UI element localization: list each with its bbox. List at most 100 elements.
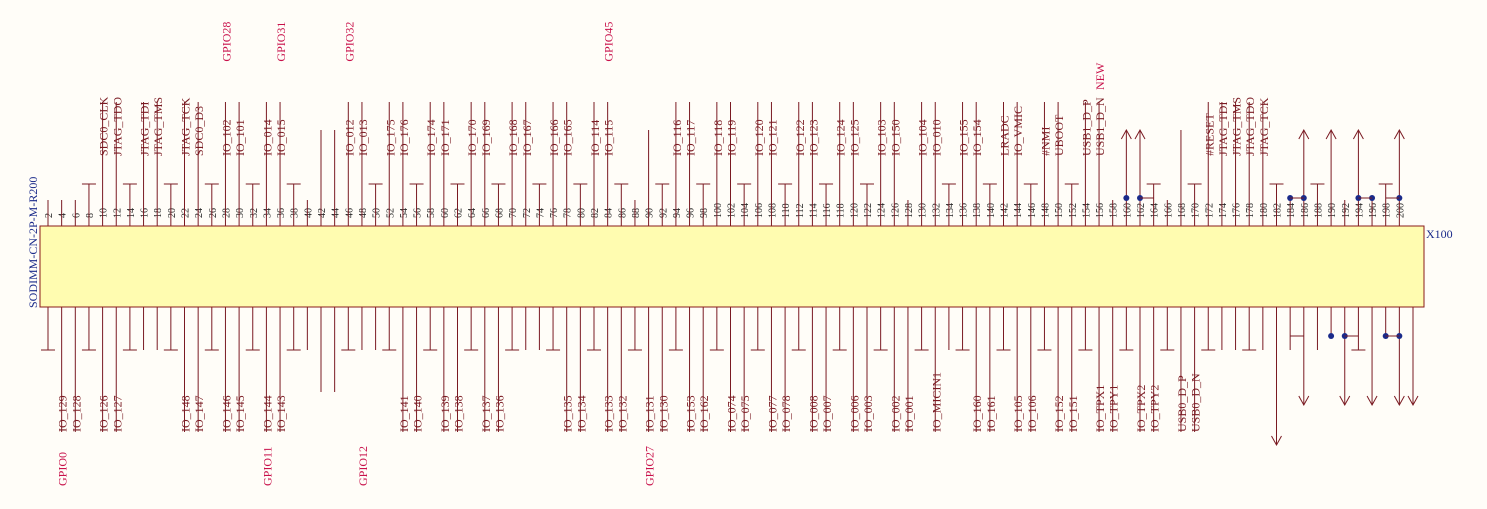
net-label: IO_139 (438, 395, 452, 432)
net-label: IO_075 (738, 395, 752, 432)
pin-number: 120 (849, 203, 860, 218)
net-label: SDC0_CLK (97, 96, 111, 156)
pin-number: 144 (1013, 203, 1024, 218)
net-label: IO_MICIN1 (929, 372, 943, 432)
junction-dot (1123, 195, 1130, 201)
pin-number: 116 (822, 203, 833, 218)
pin-number: 100 (713, 203, 724, 218)
pin-number: 18 (153, 208, 164, 218)
net-label: JTAG_TDI (1216, 102, 1230, 156)
net-label: UBOOT (1052, 114, 1066, 156)
pin-number: 166 (1163, 203, 1174, 218)
net-label: IO_102 (219, 119, 233, 156)
power-arrow-symbol (1339, 395, 1351, 407)
pin-number: 198 (1382, 203, 1393, 218)
net-label: IO_124 (834, 119, 848, 156)
net-label: IO_174 (424, 119, 438, 156)
net-label: IO_147 (192, 395, 206, 432)
net-label: JTAG_TCK (179, 97, 193, 156)
pin-number: 134 (945, 203, 956, 218)
pin-number: 80 (576, 208, 587, 218)
connector-body[interactable] (39, 225, 1425, 308)
net-label: IO_126 (97, 395, 111, 432)
pin-number: 146 (1027, 203, 1038, 218)
net-label: IO_121 (765, 119, 779, 156)
pin-number: 174 (1218, 203, 1229, 218)
pin-number: 170 (1191, 203, 1202, 218)
pin-number: 132 (931, 203, 942, 218)
pin-number: 74 (535, 208, 546, 218)
net-label: IO_165 (561, 119, 575, 156)
net-label: IO_119 (725, 120, 739, 156)
pin-number: 138 (972, 203, 983, 218)
pin-number: 28 (221, 208, 232, 218)
pin-number: 56 (413, 208, 424, 218)
pin-number: 38 (290, 208, 301, 218)
net-label: IO_143 (274, 395, 288, 432)
alias-label: GPIO11 (260, 446, 274, 486)
alias-label: GPIO31 (274, 22, 288, 62)
net-label: IO_130 (656, 395, 670, 432)
net-label: LRADC (998, 115, 1012, 156)
net-label: IO_175 (383, 119, 397, 156)
net-label: IO_167 (520, 119, 534, 156)
pin-number: 30 (235, 208, 246, 218)
net-label: IO_TPX2 (1134, 385, 1148, 432)
net-label: SDC0_D3 (192, 106, 206, 156)
net-label: IO_148 (179, 395, 193, 432)
power-arrow-symbol (1407, 395, 1419, 407)
power-arrow-symbol (1298, 128, 1310, 140)
net-label: IO_007 (820, 395, 834, 432)
net-label: IO_008 (806, 395, 820, 432)
net-label: IO_010 (929, 119, 943, 156)
pin-number: 70 (508, 208, 519, 218)
net-label: IO_015 (274, 119, 288, 156)
pin-number: 122 (863, 203, 874, 218)
pin-number: 84 (604, 208, 615, 218)
pin-number: 176 (1232, 203, 1243, 218)
pin-number: 102 (727, 203, 738, 218)
pin-number: 106 (754, 203, 765, 218)
net-label: IO_160 (970, 395, 984, 432)
net-label: IO_168 (506, 119, 520, 156)
net-label: IO_014 (260, 119, 274, 156)
pin-number: 156 (1095, 203, 1106, 218)
net-label: JTAG_TDO (1243, 97, 1257, 156)
pin-number: 34 (262, 208, 273, 218)
pin-number: 162 (1136, 203, 1147, 218)
pin-number: 42 (317, 208, 328, 218)
pin-number: 184 (1286, 203, 1297, 218)
pin-number: 6 (71, 213, 82, 218)
pin-number: 4 (58, 213, 69, 218)
net-label: IO_002 (888, 395, 902, 432)
net-label: IO_162 (697, 395, 711, 432)
net-label: IO_078 (779, 395, 793, 432)
alias-label: GPIO12 (356, 446, 370, 486)
net-label: IO_154 (970, 119, 984, 156)
pin-number: 58 (426, 208, 437, 218)
net-label: IO_074 (725, 395, 739, 432)
pin-number: 20 (167, 208, 178, 218)
pin-number: 96 (686, 208, 697, 218)
net-label: IO_TPX1 (1093, 385, 1107, 432)
alias-label: GPIO27 (643, 446, 657, 486)
net-label: IO_133 (602, 395, 616, 432)
pin-number: 76 (549, 208, 560, 218)
net-label: IO_132 (615, 395, 629, 432)
pin-number: 180 (1259, 203, 1270, 218)
net-label: IO_122 (793, 119, 807, 156)
pin-number: 78 (563, 208, 574, 218)
net-label: IO_115 (602, 120, 616, 156)
pin-number: 142 (1000, 203, 1011, 218)
net-label: JTAG_TMS (1230, 97, 1244, 156)
power-arrow-symbol (1271, 435, 1282, 447)
net-label: USB1_D_N (1093, 97, 1107, 156)
net-label: IO_006 (847, 395, 861, 432)
pin-number: 188 (1313, 203, 1324, 218)
alias-label: NEW (1093, 62, 1107, 90)
pin-number: 8 (85, 213, 96, 218)
pin-number: 112 (795, 203, 806, 218)
pin-number: 72 (522, 208, 533, 218)
pin-number: 160 (1122, 203, 1133, 218)
